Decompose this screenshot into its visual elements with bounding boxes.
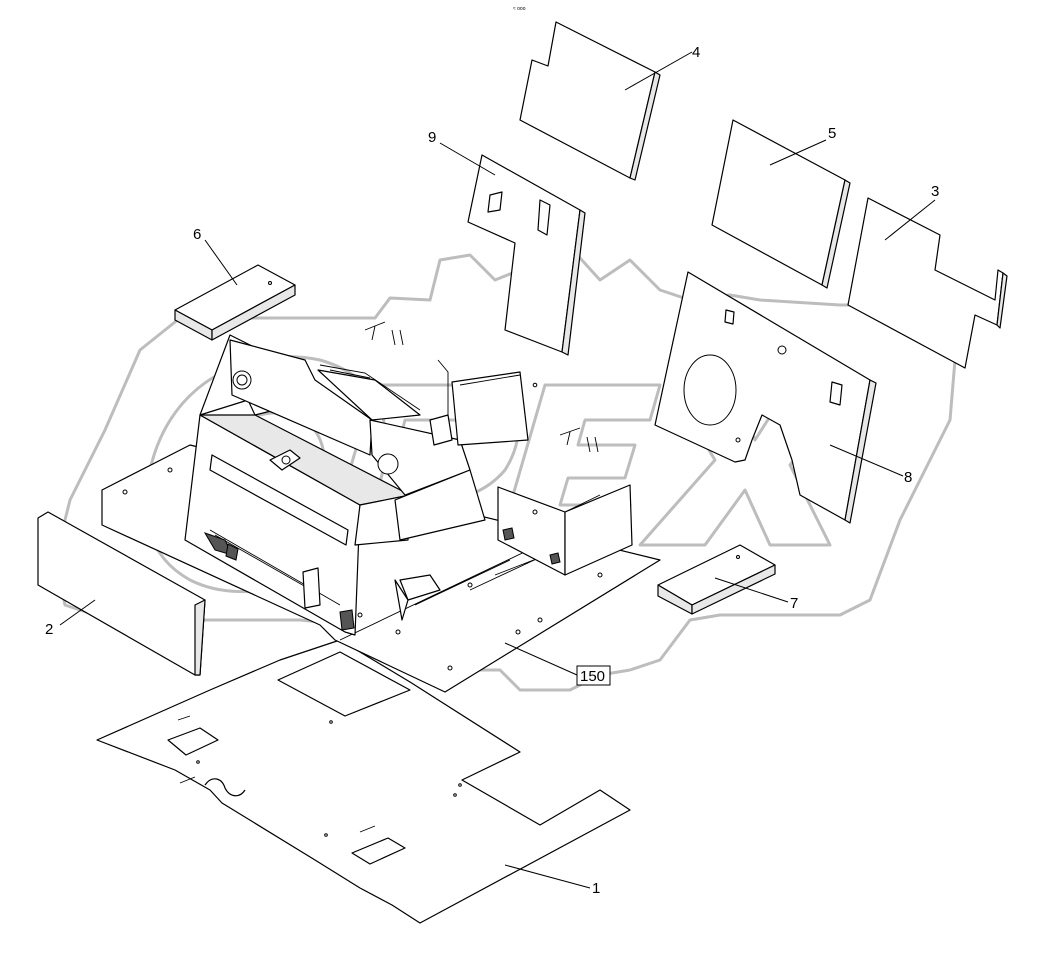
part-9-panel: [467, 154, 586, 356]
part-2-left-panel: [37, 511, 206, 676]
leader-2: [59, 599, 96, 626]
callout-3: 3: [931, 183, 939, 200]
callout-8: 8: [904, 469, 912, 486]
bracket-marks: [364, 321, 599, 453]
leader-4: [624, 51, 693, 91]
part-7-pad: [657, 544, 776, 615]
callout-9: 9: [428, 129, 436, 146]
leader-5: [769, 139, 827, 166]
top-mark: ≈ ooo: [513, 6, 526, 12]
callout-1: 1: [592, 880, 600, 897]
part-5-panel: [711, 119, 851, 289]
watermark-letter-x: [638, 383, 857, 547]
callout-150: 150: [580, 668, 605, 685]
leader-lines: [59, 51, 936, 889]
leader-8: [829, 444, 904, 477]
callout-150-box: [576, 665, 611, 686]
leader-9: [439, 142, 496, 176]
part-8-rear-wall: [654, 271, 877, 524]
leader-150: [504, 642, 578, 676]
leader-7: [714, 577, 789, 603]
callout-6: 6: [193, 226, 201, 243]
part-4-panel: [519, 21, 661, 181]
callout-2: 2: [45, 621, 53, 638]
leader-1: [504, 864, 591, 889]
callout-labels: 1 2 3 4 5 6 7 8 9 150 ≈ ooo: [45, 6, 939, 897]
callout-7: 7: [790, 595, 798, 612]
part-6-pad: [174, 264, 296, 341]
part-150-cab-base-assembly: [101, 334, 661, 693]
leader-3: [884, 199, 936, 241]
callout-4: 4: [692, 44, 700, 61]
part-1-floor-mat: [96, 639, 631, 924]
callout-5: 5: [828, 125, 836, 142]
part-3-panel: [847, 197, 1008, 369]
leader-6: [204, 239, 238, 286]
